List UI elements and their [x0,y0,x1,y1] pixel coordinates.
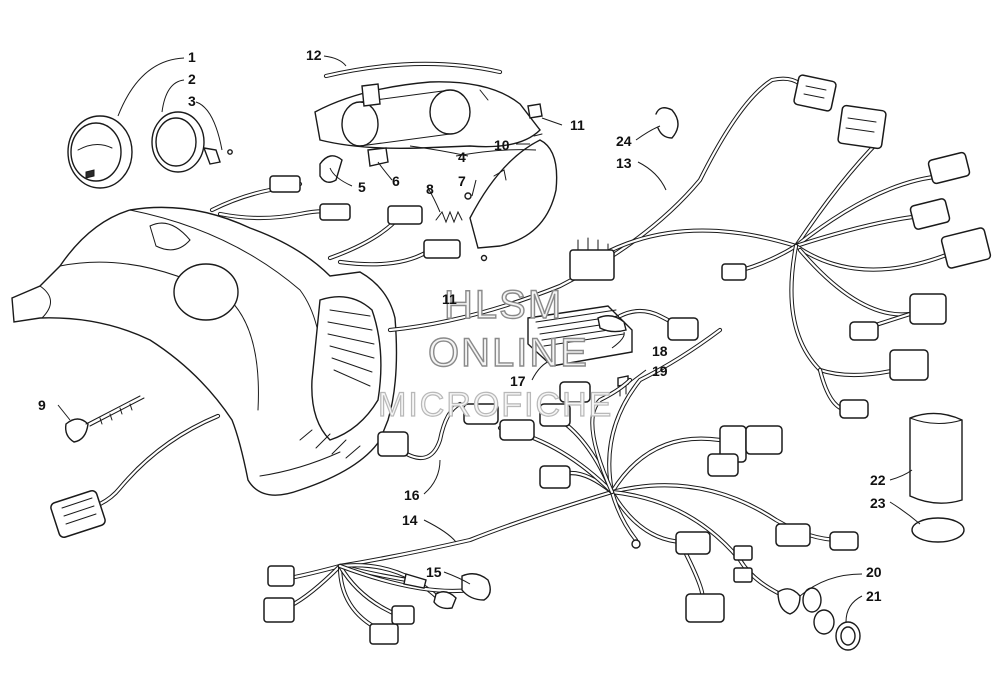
side-cover [469,139,558,262]
callout-23: 23 [870,495,886,511]
regulator-connector [617,308,699,341]
watermark-line-1: HLSM [444,283,563,327]
callout-4: 4 [458,149,466,165]
headlight-harness [209,175,461,267]
harness-pigtail [377,401,463,461]
relay-connector [569,237,615,281]
callout-1: 1 [188,49,196,65]
voltage-regulator [527,305,633,367]
hood-panel [11,206,398,496]
gauge-bezel [151,111,205,173]
watermark-line-2: ONLINE [428,331,589,375]
callout-9: 9 [38,397,46,413]
sub-harness [263,563,491,645]
callout-14: 14 [402,512,418,528]
callout-19: 19 [652,363,668,379]
leader-lines [57,55,921,623]
callout-labels: 1 2 3 4 5 6 7 8 9 10 11 11 12 13 14 15 1… [38,47,886,604]
headlight-housing [314,81,541,150]
callout-20: 20 [866,564,882,580]
callout-10: 10 [494,137,510,153]
bulb-socket [777,587,822,615]
callout-24: 24 [616,133,632,149]
spring [435,192,472,224]
lower-wiring-harness [337,327,859,623]
callout-7: 7 [458,173,466,189]
mounting-bolt [64,395,145,443]
callout-8: 8 [426,181,434,197]
clip [527,103,543,137]
gauge-bracket [202,147,233,165]
socket-ring [813,609,861,651]
clamp-ring [911,517,965,543]
callout-13: 13 [616,155,632,171]
watermark-line-3: MICROFICHE [378,386,613,424]
main-wiring-harness [387,74,992,419]
callout-21: 21 [866,588,882,604]
callout-3: 3 [188,93,196,109]
snap-ring [655,107,679,139]
callout-16: 16 [404,487,420,503]
callout-11-lower: 11 [442,291,457,307]
protective-sleeve [909,412,963,504]
callout-18: 18 [652,343,668,359]
callout-2: 2 [188,71,196,87]
callout-11-upper: 11 [570,117,585,133]
speedometer-gauge [67,115,133,189]
headlight-trim-strip [323,61,503,79]
callout-15: 15 [426,564,442,580]
callout-22: 22 [870,472,886,488]
callout-17: 17 [510,373,526,389]
bulb [367,147,389,167]
callout-5: 5 [358,179,366,195]
watermark: HLSM ONLINE MICROFICHE [377,282,613,424]
callout-12: 12 [306,47,322,63]
callout-6: 6 [392,173,400,189]
left-diagnostic-connector [50,413,221,538]
